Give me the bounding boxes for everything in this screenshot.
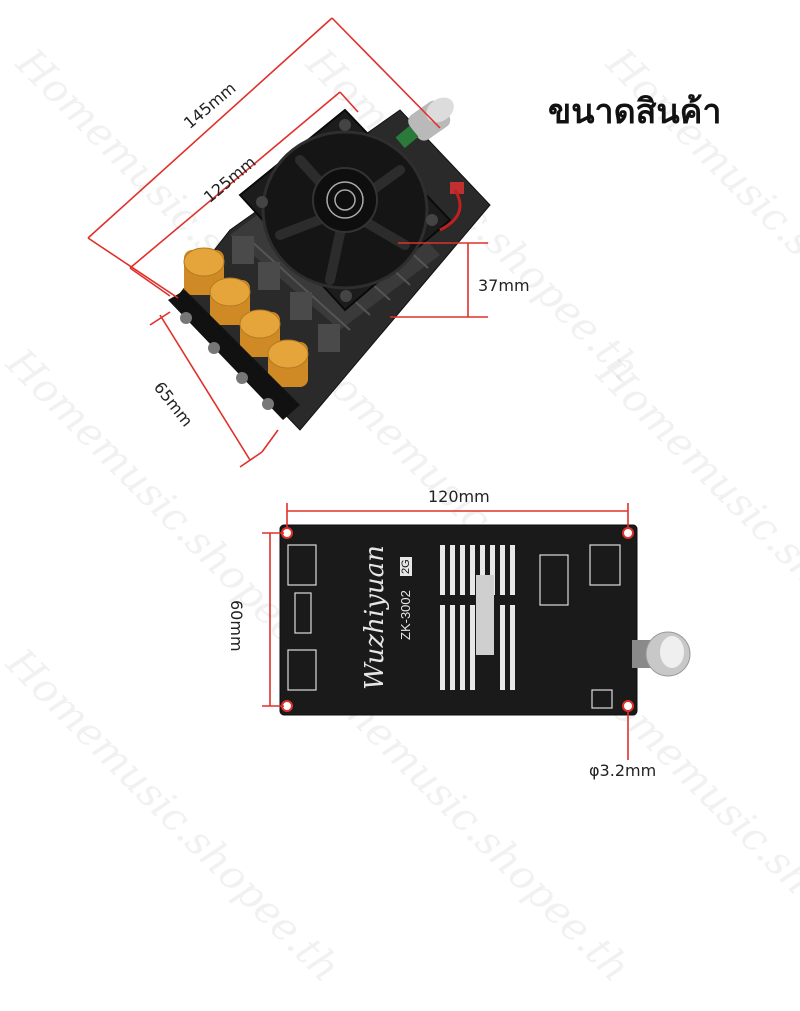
board-version-badge: 2G (400, 557, 412, 576)
terminal-block (168, 290, 300, 420)
page-title: ขนาดสินค้า (548, 92, 722, 132)
fan-logo-icon (326, 181, 364, 219)
board-brand: Wuzhiyuan (360, 545, 390, 690)
mounting-holes (281, 527, 634, 712)
fan-hub (312, 167, 378, 233)
dimension-hole-diameter: φ3.2mm (589, 761, 657, 780)
volume-knob-icon (632, 631, 691, 677)
capacitors (183, 247, 309, 387)
dimension-pcb-length: 120mm (428, 487, 490, 506)
dimension-lines-bottom (262, 503, 629, 760)
dimension-fan-height: 37mm (478, 276, 530, 295)
dimension-lines-top (87, 17, 488, 468)
amplifier-top-view (87, 17, 691, 760)
heatsink-vent-grid (440, 545, 515, 690)
board-model: ZK-3002 (398, 590, 413, 640)
pcb-bottom (279, 524, 638, 716)
volume-knob-icon (408, 97, 454, 141)
dimension-pcb-width: 60mm (227, 600, 246, 652)
